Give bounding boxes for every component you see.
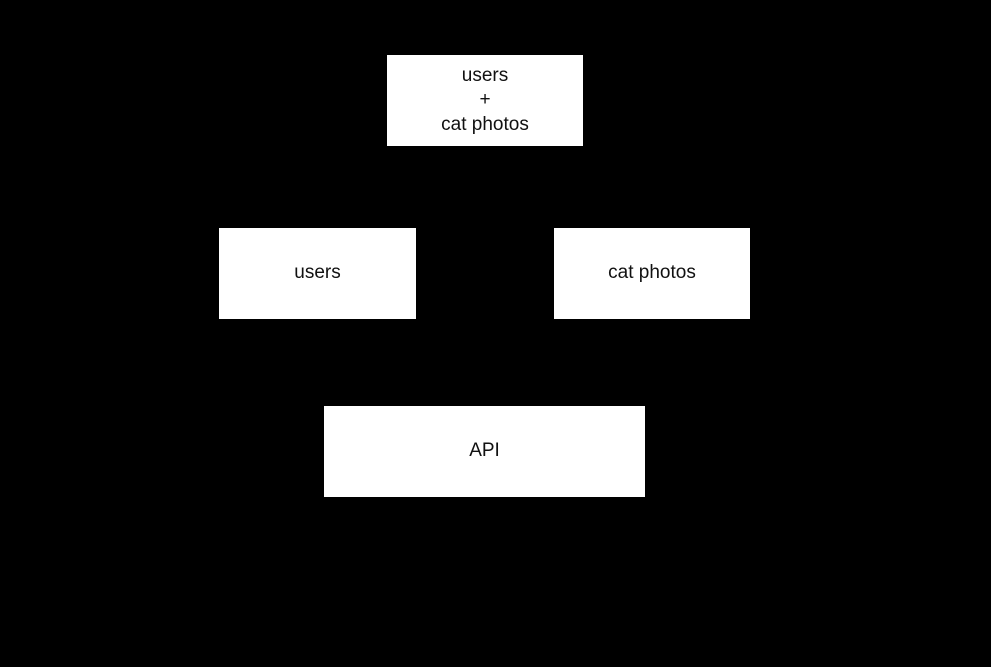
cat-photos-node: cat photos	[554, 228, 750, 319]
combined-node-line-cat-photos: cat photos	[441, 113, 529, 135]
users-node: users	[219, 228, 416, 319]
users-node-label: users	[294, 262, 341, 284]
combined-node-line-plus: +	[479, 89, 491, 111]
api-node-label: API	[469, 440, 500, 462]
cat-photos-node-label: cat photos	[608, 262, 696, 284]
combined-node-line-users: users	[461, 64, 509, 86]
api-node: API	[324, 406, 645, 497]
combined-users-cat-photos-node: users + cat photos	[387, 55, 583, 146]
